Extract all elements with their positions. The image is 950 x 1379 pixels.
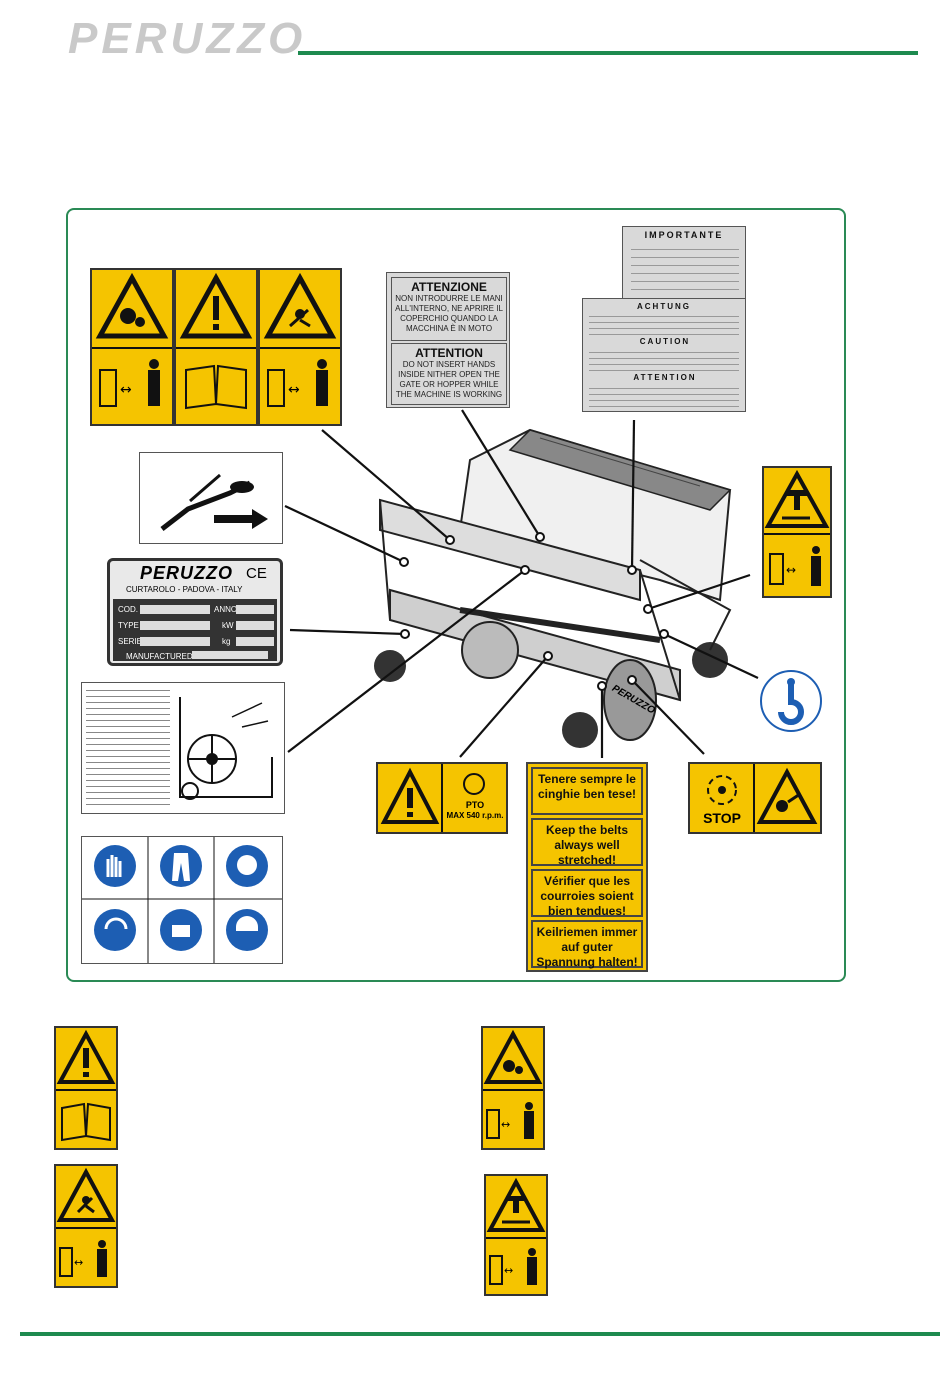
entanglement-warning-decal: ↔ [90, 268, 174, 426]
svg-text:↔: ↔ [288, 382, 300, 398]
plate-manufactured-field [192, 651, 268, 659]
plate-kw: kW [222, 621, 234, 630]
rotating-parts-stop-decal: STOP [688, 762, 822, 834]
pto-max: MAX 540 r.p.m. [446, 811, 504, 820]
belt-tension-decal: Tenere sempre le cinghie ben tese! Keep … [526, 762, 648, 972]
attenzione-block: ATTENZIONE NON INTRODURRE LE MANI ALL'IN… [391, 277, 507, 341]
grease-point-decal [139, 452, 283, 544]
plate-brand: PERUZZO [140, 563, 234, 583]
attenzione-text: NON INTRODURRE LE MANI ALL'INTERNO, NE A… [395, 294, 503, 333]
attention-multi-lines [589, 385, 739, 407]
achtung-lines [589, 313, 739, 335]
decal-diagram-frame [66, 208, 846, 982]
projectile-decal-bottom: ↔ [54, 1164, 118, 1288]
achtung-panel: ACHTUNG CAUTION ATTENTION [582, 298, 746, 412]
overalls-icon [160, 845, 202, 887]
instruction-text-lines [86, 687, 170, 809]
plate-cod-field [140, 605, 210, 614]
svg-text:↔: ↔ [786, 563, 796, 577]
plate-type-field [140, 621, 210, 630]
chopper-diagram [179, 697, 273, 800]
plate-cod: COD. [118, 605, 138, 614]
attention-text: DO NOT INSERT HANDS INSIDE NITHER OPEN T… [395, 360, 503, 399]
belts-german: Keilriemen immer auf guter Spannung halt… [531, 920, 643, 969]
lifting-point-decal [760, 670, 822, 732]
triple-warning-decal: ↔ ↔ [90, 268, 342, 426]
read-manual-icon [176, 272, 256, 410]
importante-title: IMPORTANTE [644, 230, 724, 240]
leader-lines [284, 409, 759, 758]
crush-hazard-decal: ↔ [762, 466, 832, 598]
attention-block: ATTENTION DO NOT INSERT HANDS INSIDE NIT… [391, 343, 507, 405]
importante-panel: IMPORTANTE [622, 226, 746, 300]
svg-text:↔: ↔ [501, 1118, 510, 1131]
read-manual-decal-bottom [54, 1026, 118, 1150]
plate-address: CURTAROLO - PADOVA - ITALY [126, 585, 243, 594]
hook-icon [778, 678, 804, 725]
belts-english: Keep the belts always well stretched! [531, 818, 643, 867]
ppe-decal [81, 836, 283, 964]
read-manual-icon-bottom [56, 1029, 116, 1142]
plate-ce: CE [246, 565, 267, 582]
attenzione-title: ATTENZIONE [411, 280, 487, 294]
crush-hazard-decal-bottom: ↔ [484, 1174, 548, 1296]
projectile-icon: ↔ [260, 272, 340, 407]
plate-kg: kg [222, 637, 231, 646]
adjustment-instructions-decal [81, 682, 285, 814]
crush-hazard-icon-bottom: ↔ [486, 1177, 546, 1285]
attention-multi-title: ATTENTION [633, 373, 697, 382]
plate-serie-field [140, 637, 210, 646]
projectile-icon-bottom: ↔ [56, 1167, 116, 1277]
header-rule [298, 51, 918, 55]
plate-kw-field [236, 621, 274, 630]
brand-logo: PERUZZO [68, 14, 307, 63]
plate-manufactured: MANUFACTURED BY [126, 652, 206, 661]
grease-gun-icon [160, 473, 268, 531]
achtung-title: ACHTUNG [637, 302, 691, 311]
plate-anno: ANNO [214, 605, 238, 614]
stop-label: STOP [703, 810, 741, 826]
entanglement-decal-bottom: ↔ [481, 1026, 545, 1150]
attention-title: ATTENTION [415, 346, 483, 360]
pto-label: PTO [465, 800, 485, 810]
entanglement-icon: ↔ [92, 272, 172, 407]
caution-title: CAUTION [639, 337, 691, 346]
belts-french: Vérifier que les courroies soient bien t… [531, 869, 643, 918]
attenzione-sign: ATTENZIONE NON INTRODURRE LE MANI ALL'IN… [386, 272, 510, 408]
caution-lines [589, 349, 739, 371]
plate-serie: SERIE [118, 637, 143, 646]
svg-text:↔: ↔ [504, 1264, 513, 1277]
ear-protection-icon [94, 909, 136, 951]
plate-anno-field [236, 605, 274, 614]
identification-plate: PERUZZO CE CURTAROLO - PADOVA - ITALY CO… [107, 558, 283, 666]
projectile-warning-decal: ↔ [258, 268, 342, 426]
read-manual-decal [174, 268, 258, 426]
pto-warning-decal: PTO MAX 540 r.p.m. [376, 762, 508, 834]
plate-kg-field [236, 637, 274, 646]
svg-text:↔: ↔ [74, 1256, 83, 1269]
footer-rule [20, 1332, 940, 1336]
pto-warning-icon [380, 764, 485, 832]
rotating-blades-icon [707, 764, 818, 832]
plate-type: TYPE [118, 621, 139, 630]
ppe-grid [82, 837, 282, 963]
svg-text:↔: ↔ [120, 382, 132, 398]
belts-italian: Tenere sempre le cinghie ben tese! [531, 767, 643, 815]
importante-lines [631, 245, 739, 297]
entanglement-icon-bottom: ↔ [483, 1029, 543, 1139]
crush-hazard-icon: ↔ [764, 469, 830, 586]
